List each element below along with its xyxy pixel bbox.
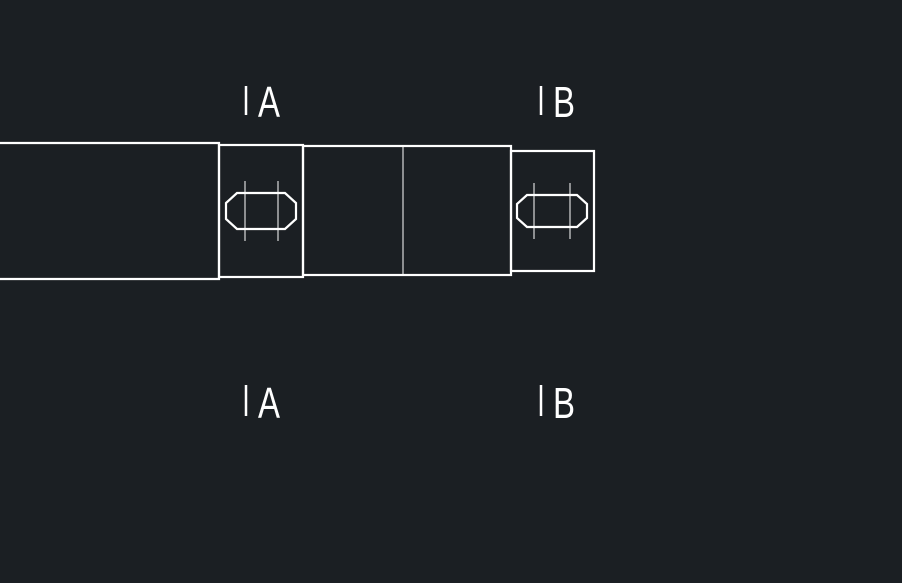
section-label-bottom-a: A [258,379,280,428]
keyway-a-outline [224,191,298,231]
keyway-b-outline [515,193,589,229]
section-marker-top-a: A [244,78,280,127]
shaft-segment-middle [301,144,513,277]
shaft-segment-keyway-b [509,149,596,273]
shaft-segment-left [0,141,221,281]
shaft-segment-keyway-a [217,143,305,279]
section-marker-bottom-b: B [539,379,575,428]
section-marker-bottom-a: A [244,379,280,428]
keyway-a [224,181,298,241]
section-label-top-b: B [553,78,575,127]
section-marker-top-b: B [539,78,575,127]
section-label-bottom-b: B [553,379,575,428]
section-label-top-a: A [258,78,280,127]
keyway-b [515,183,589,239]
shaft [0,141,596,281]
